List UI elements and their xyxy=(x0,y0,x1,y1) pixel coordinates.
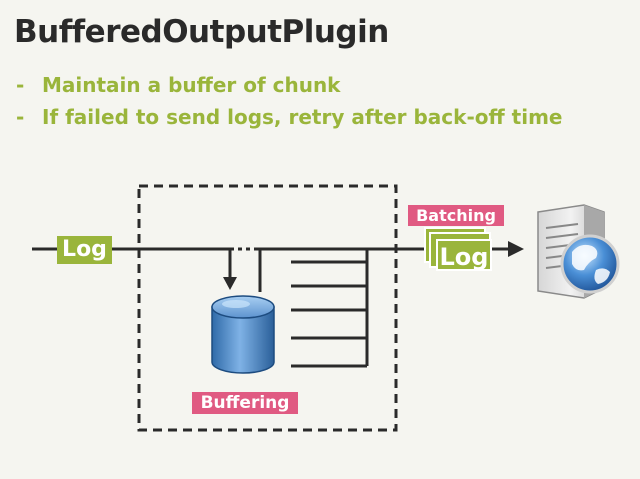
bullet-text: If failed to send logs, retry after back… xyxy=(42,105,563,129)
buffering-label: Buffering xyxy=(192,392,298,414)
page-title: BufferedOutputPlugin xyxy=(14,14,389,50)
bullet-marker: - xyxy=(16,73,25,97)
bullet-item: -Maintain a buffer of chunk xyxy=(16,70,562,102)
output-arrowhead xyxy=(508,241,524,257)
globe-icon xyxy=(560,234,620,294)
buffer-in-arrowhead xyxy=(223,277,237,290)
bullet-text: Maintain a buffer of chunk xyxy=(42,73,341,97)
bullet-item: -If failed to send logs, retry after bac… xyxy=(16,102,562,134)
output-log-label: Log xyxy=(436,239,492,271)
bullet-list: -Maintain a buffer of chunk -If failed t… xyxy=(16,70,562,134)
input-log-label: Log xyxy=(57,236,112,264)
database-icon xyxy=(211,295,275,374)
bullet-marker: - xyxy=(16,105,25,129)
plugin-boundary xyxy=(137,184,398,432)
batching-label: Batching xyxy=(408,205,504,226)
